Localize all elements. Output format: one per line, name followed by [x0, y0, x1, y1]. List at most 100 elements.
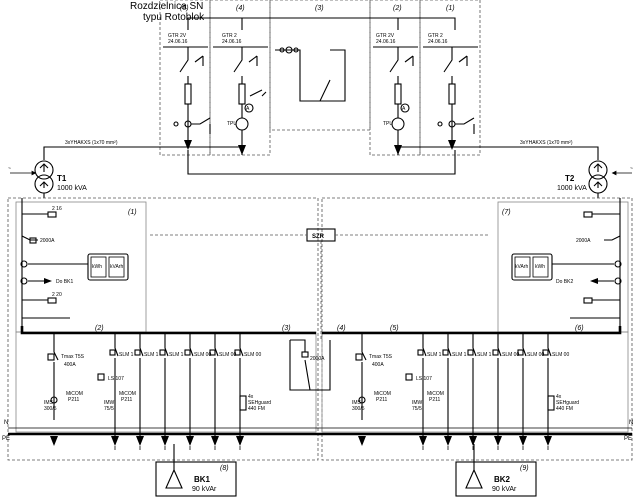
- meter-box-right: [511, 253, 553, 281]
- slm-label: SLM 00: [552, 352, 569, 358]
- mv-field-4-number: (4): [236, 5, 245, 12]
- outgoing-arrow: [161, 436, 169, 446]
- outgoing-arrow: [111, 436, 119, 446]
- szr-label: SZR: [312, 234, 325, 240]
- surge-model: 440 FM: [556, 406, 573, 412]
- cable-to-t1: [43, 146, 243, 160]
- slm-label: SLM 00: [502, 352, 519, 358]
- bk2-name: BK2: [494, 475, 511, 484]
- ct-icon: [20, 260, 28, 268]
- svg-text:TPU: TPU: [383, 121, 393, 127]
- imw-ratio: 75/5: [104, 406, 114, 412]
- fuse-switch-icon: [442, 349, 449, 356]
- meter-box-left: [87, 253, 129, 281]
- slm-feeder: [472, 333, 477, 436]
- mv-field-2-frame: [369, 0, 421, 156]
- ct-icon: [614, 260, 622, 268]
- fuse-switch-icon: [209, 349, 216, 356]
- surge-arrester-icon: [239, 395, 247, 411]
- fuse-icon: [448, 83, 456, 105]
- ls-switch-icon: [97, 373, 105, 381]
- ls-label: LS 107: [108, 376, 124, 382]
- outgoing-arrow: [136, 436, 144, 446]
- field-3-number: (3): [282, 325, 291, 332]
- fuse-icon: [184, 83, 192, 105]
- tmax-rating: 400A: [372, 362, 384, 368]
- bk2-frame: [455, 461, 537, 497]
- n-label-left: N: [4, 420, 8, 426]
- mv-field-4-type: GTR 2: [222, 33, 237, 39]
- mv-busbar: [187, 17, 456, 30]
- bk1-name: BK1: [194, 475, 211, 484]
- cable-left-label: 3xYHAKXS (1x70 mm²): [65, 140, 118, 146]
- mv-field-4-equipment: A TPU: [227, 47, 267, 155]
- ammeter-icon: [244, 103, 254, 113]
- outgoing-arrow: [186, 436, 194, 446]
- surge-type: SEHguard: [556, 400, 579, 406]
- mv-field-1-frame: [419, 0, 481, 156]
- mv-field-3-frame: [269, 0, 371, 131]
- coupler-label: 2000A: [310, 356, 325, 362]
- breaker-left-label: 2000A: [40, 238, 55, 244]
- micom-model: P211: [429, 397, 441, 403]
- slm-feeder: [189, 333, 194, 436]
- micom-model: P211: [68, 397, 80, 403]
- fuse-icon: [394, 83, 402, 105]
- mv-field-2-equipment: A TPU: [383, 47, 414, 155]
- tmax-feeder: [53, 333, 59, 420]
- imw-label: IMW: [412, 400, 423, 406]
- slm-feeder: [522, 333, 527, 436]
- field-2-number: (2): [95, 325, 104, 332]
- ls-switch-icon: [405, 373, 413, 381]
- mv-field-5-frame: [159, 0, 211, 156]
- tmax-label: Tmax T5S: [369, 354, 393, 360]
- svg-text:2 16: 2 16: [52, 206, 62, 212]
- section-7-number: (7): [502, 209, 511, 216]
- right-distribution-frame: [321, 331, 629, 433]
- slm-label: SLM 00: [219, 352, 236, 358]
- pe-label-right: PE: [624, 436, 632, 442]
- t2-lv-symbol: ~: [630, 166, 633, 172]
- outgoing-arrow: [211, 436, 219, 446]
- switchgear-title-line1: Rozdzielnica SN: [130, 1, 203, 12]
- micom-label: MiCOM: [66, 391, 83, 397]
- outgoing-arrow: [444, 436, 452, 446]
- breaker-icon: [355, 353, 363, 361]
- micom-model: P211: [121, 397, 133, 403]
- mv-field-1-date: 24.06.16: [428, 39, 448, 45]
- mv-field-3-coupler: [275, 46, 346, 102]
- fuse-switch-icon: [517, 349, 524, 356]
- outgoing-arrow: [236, 436, 244, 446]
- slm-feeder: [547, 333, 552, 436]
- slm-label: SLM 1: [169, 352, 184, 358]
- ims-label: IMS: [352, 400, 362, 406]
- tmax-rating: 400A: [64, 362, 76, 368]
- ammeter-icon: [400, 103, 410, 113]
- section-1-number: (1): [128, 209, 137, 216]
- mv-field-5-equipment: [173, 47, 211, 150]
- kwh-meter-left: kWh: [92, 264, 102, 270]
- fuse-icon: [238, 83, 246, 105]
- fuse-icon: [583, 297, 593, 304]
- cable-right-label: 3xYHAKXS (1x70 mm²): [520, 140, 573, 146]
- fuse-icon: [583, 211, 593, 218]
- switchgear-title-line2: typu Rotoblok: [143, 12, 205, 23]
- fuse-switch-icon: [159, 349, 166, 356]
- bus-coupler: 2000A: [289, 339, 331, 391]
- slm-label: SLM 00: [527, 352, 544, 358]
- lv-busbar-left: [20, 326, 316, 335]
- cable-tie: [187, 150, 456, 175]
- outgoing-arrow: [494, 436, 502, 446]
- mv-field-5-type: GTR 2V: [168, 33, 187, 39]
- tmax-feeder: [361, 333, 367, 420]
- field-5-number: (5): [390, 325, 399, 332]
- fuse-icon: [47, 297, 57, 304]
- ct-icon: [20, 277, 28, 285]
- transformer-t2: T2 1000 kVA ~: [557, 160, 633, 198]
- fuse-switch-icon: [492, 349, 499, 356]
- slm-feeder: [164, 333, 169, 436]
- do-bk1-label: Do BK1: [56, 279, 73, 285]
- outgoing-arrow: [358, 436, 366, 446]
